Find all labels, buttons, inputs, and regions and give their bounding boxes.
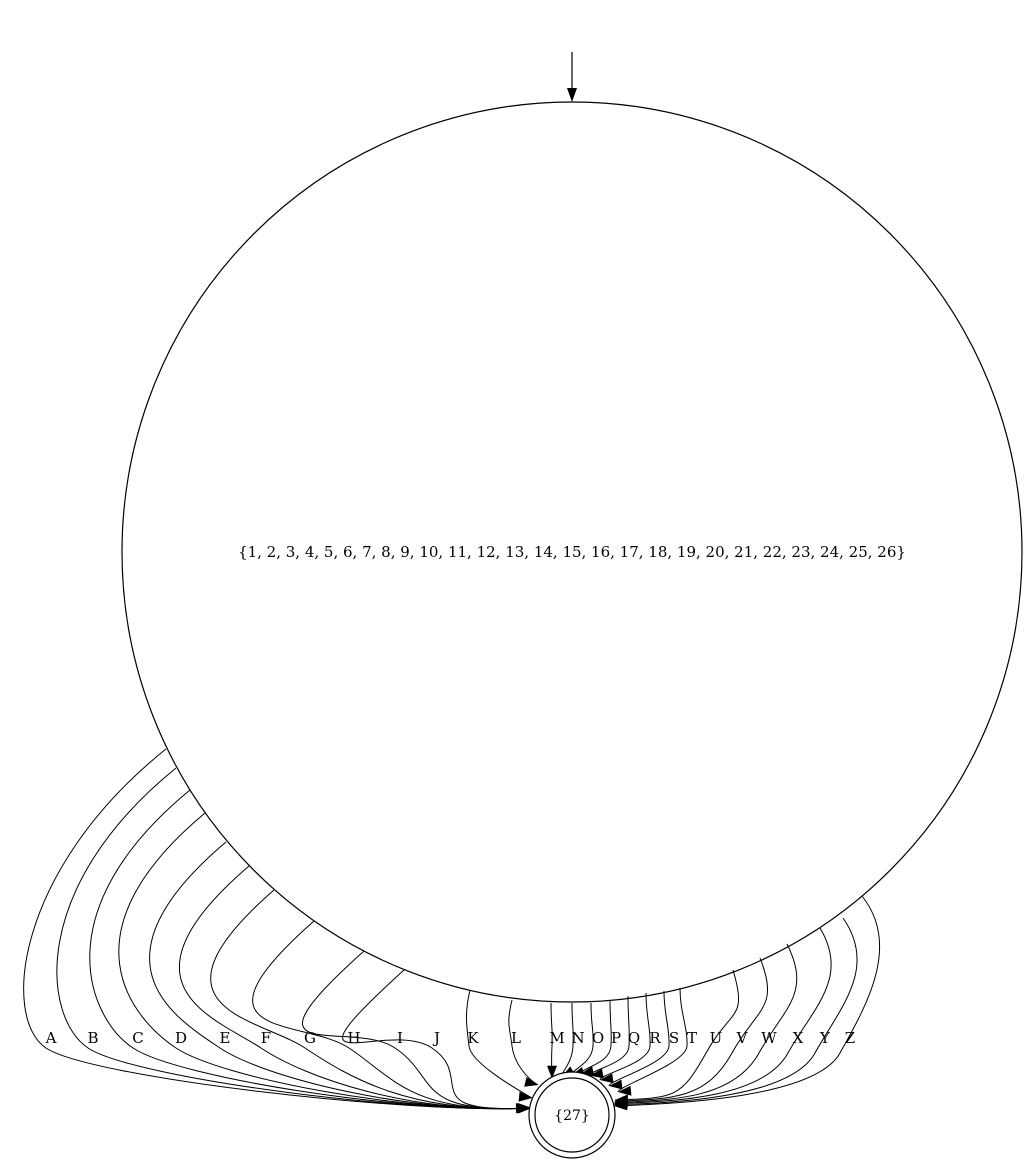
transition-label-H: H — [347, 1029, 360, 1047]
accepting-state-inner-circle — [534, 1077, 610, 1153]
transition-label-J: J — [432, 1029, 440, 1047]
transition-edge-C — [89, 789, 530, 1110]
transition-label-M: M — [549, 1029, 564, 1047]
transition-label-K: K — [467, 1029, 479, 1047]
transition-label-V: V — [736, 1029, 749, 1047]
transition-edge-B — [56, 767, 530, 1110]
transition-label-Y: Y — [819, 1029, 831, 1047]
transition-label-O: O — [592, 1029, 604, 1047]
transition-arrowhead-S — [609, 1079, 623, 1090]
transition-label-U: U — [710, 1029, 723, 1047]
transition-edge-L — [508, 999, 539, 1086]
transition-edge-K — [466, 989, 533, 1099]
transition-arrowhead-R — [600, 1073, 614, 1084]
transition-edge-E — [149, 841, 531, 1110]
transition-edge-U — [614, 969, 740, 1101]
transition-edge-W — [614, 943, 798, 1103]
transition-edge-Y — [614, 917, 858, 1106]
transition-label-R: R — [649, 1029, 661, 1047]
transition-arrowhead-L — [524, 1077, 538, 1087]
transition-edge-P — [580, 999, 612, 1075]
transition-label-A: A — [45, 1029, 57, 1047]
transition-label-F: F — [261, 1029, 271, 1047]
transition-arrowhead-Q — [590, 1068, 604, 1079]
transition-edge-X — [614, 927, 832, 1105]
transition-label-Q: Q — [628, 1029, 640, 1047]
accepting-state-label: {27} — [554, 1108, 590, 1124]
transition-edge-V — [614, 957, 769, 1102]
transition-label-B: B — [87, 1029, 98, 1047]
transition-edge-I — [302, 950, 532, 1110]
transition-edge-D — [118, 812, 530, 1110]
transition-label-E: E — [220, 1029, 231, 1047]
transition-edge-O — [570, 1002, 594, 1076]
transition-label-Z: Z — [845, 1029, 855, 1047]
transition-label-P: P — [611, 1029, 621, 1047]
transition-label-N: N — [571, 1029, 584, 1047]
transition-label-S: S — [669, 1029, 679, 1047]
transition-arrowhead-T — [618, 1085, 632, 1096]
transition-edge-N — [561, 1002, 574, 1078]
transition-arrowhead-M — [547, 1065, 557, 1079]
transition-edge-Z — [613, 895, 881, 1107]
accepting-state-outer-circle — [528, 1071, 616, 1159]
transition-label-L: L — [511, 1029, 521, 1047]
transition-edge-H — [252, 920, 532, 1110]
transition-edge-T — [617, 987, 688, 1093]
transition-edges — [23, 748, 881, 1114]
transition-label-D: D — [175, 1029, 187, 1047]
start-state-circle — [121, 101, 1023, 1003]
transition-edge-G — [210, 889, 531, 1110]
transition-arrowhead-Z — [614, 1100, 628, 1111]
transition-label-G: G — [304, 1029, 316, 1047]
transition-label-T: T — [687, 1029, 697, 1047]
transition-edge-S — [608, 990, 670, 1087]
transition-arrowhead-J — [518, 1103, 532, 1114]
transition-edge-Q — [589, 995, 630, 1076]
transition-edge-J — [342, 969, 532, 1110]
start-arrow-head — [567, 88, 577, 102]
transition-edge-F — [178, 865, 531, 1110]
transition-edge-R — [599, 992, 651, 1081]
transition-label-C: C — [132, 1029, 143, 1047]
transition-label-W: W — [761, 1029, 777, 1047]
transition-arrowhead-K — [518, 1091, 532, 1102]
transition-edge-A — [23, 748, 530, 1110]
transition-label-X: X — [793, 1029, 804, 1047]
transition-label-I: I — [397, 1029, 403, 1047]
start-state-label: {1, 2, 3, 4, 5, 6, 7, 8, 9, 10, 11, 12, … — [238, 543, 906, 561]
